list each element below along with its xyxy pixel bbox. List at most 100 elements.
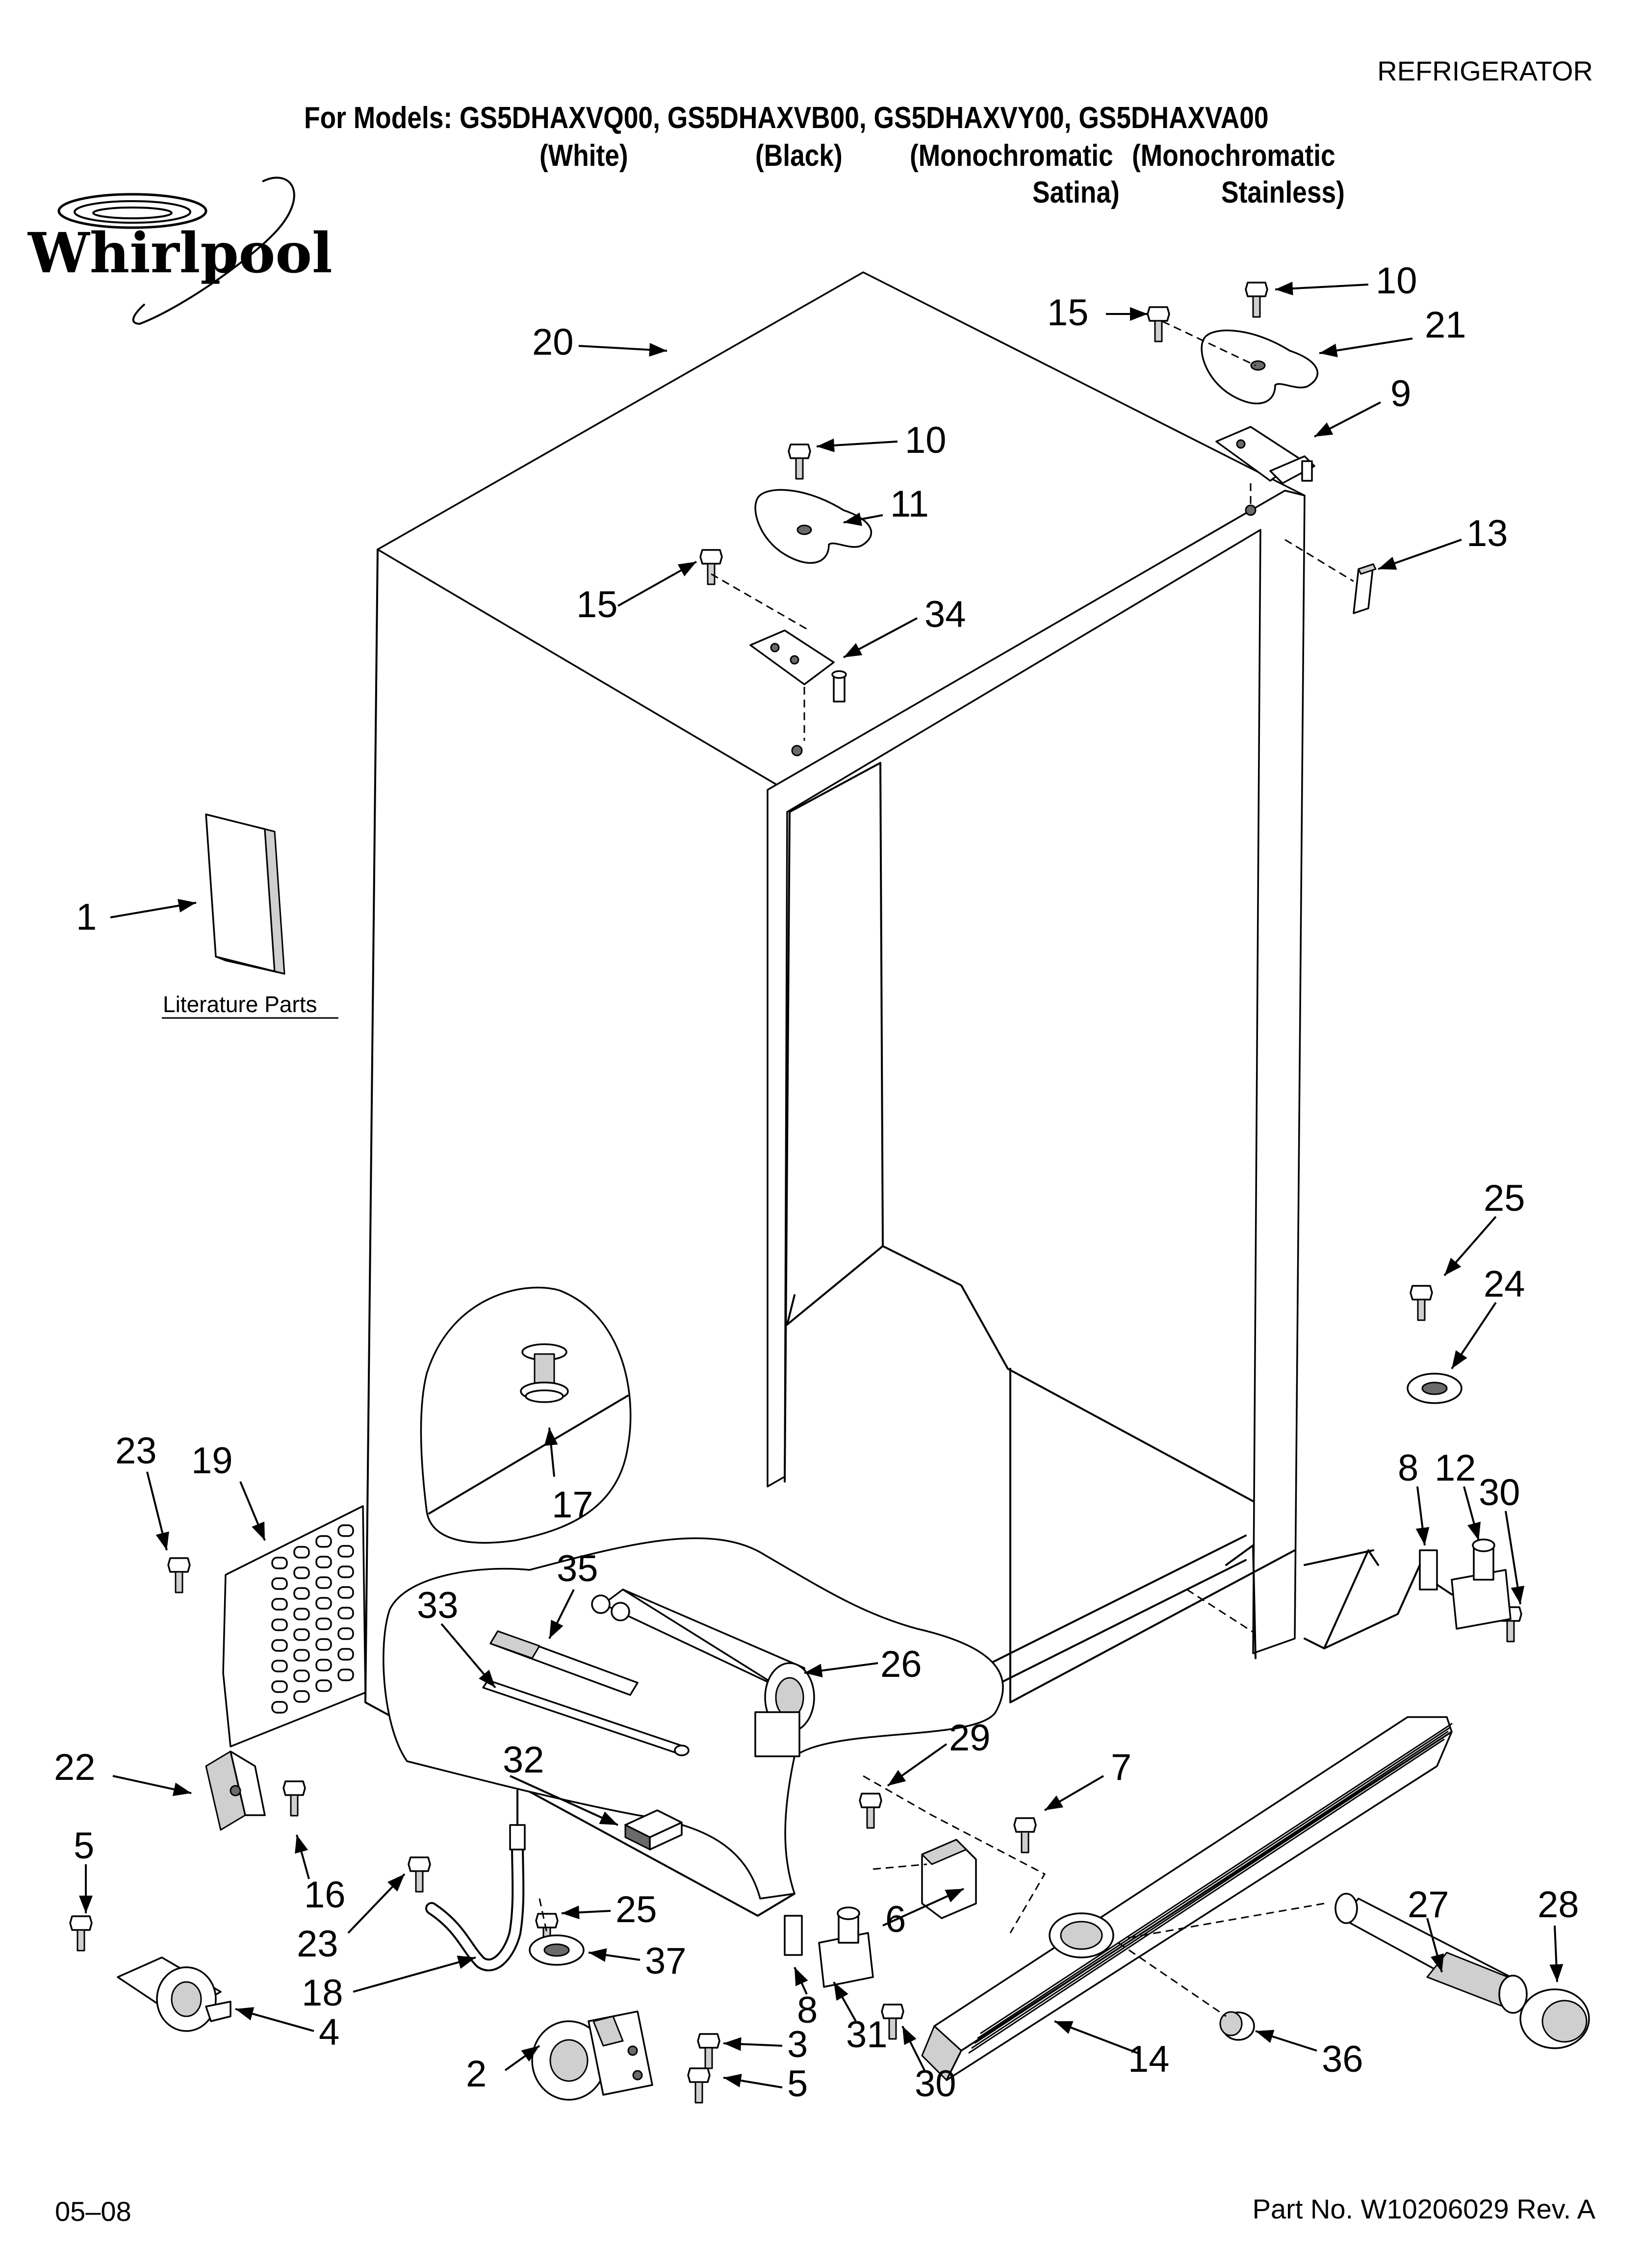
callout-15-right: 15 xyxy=(1047,292,1089,334)
variant-satina-line2: Satina) xyxy=(1032,176,1120,209)
grille-louver xyxy=(974,1730,1449,2044)
callout-19: 19 xyxy=(191,1440,233,1482)
callout-1: 1 xyxy=(76,896,97,938)
callout-14: 14 xyxy=(1128,2038,1170,2080)
grille-slot xyxy=(337,1565,354,1578)
screw-shank xyxy=(1154,320,1163,342)
cabinet-right-base xyxy=(1304,1549,1379,1649)
callout-13: 13 xyxy=(1466,513,1508,554)
grille-slot xyxy=(315,1556,332,1568)
leader-arrow xyxy=(887,1743,948,1787)
screw-head xyxy=(408,1856,431,1872)
screw-head xyxy=(859,1793,882,1808)
callout-25-right: 25 xyxy=(1484,1177,1525,1219)
callout-34: 34 xyxy=(924,594,966,635)
callout-26: 26 xyxy=(880,1643,922,1685)
grille-slot xyxy=(337,1586,354,1599)
part-21-hinge-cover xyxy=(1201,329,1319,405)
leader-arrow xyxy=(1463,1486,1481,1541)
part-6-bracket xyxy=(921,1839,977,1919)
leader-arrow xyxy=(146,1471,169,1551)
screw-head xyxy=(881,2004,904,2019)
leader-arrow xyxy=(1275,282,1369,296)
callout-23-left: 23 xyxy=(115,1430,157,1472)
leader-arrow xyxy=(1319,338,1413,358)
grille-slot xyxy=(271,1701,288,1714)
grille-slot xyxy=(315,1535,332,1548)
callout-36: 36 xyxy=(1322,2038,1363,2080)
part-28-filter-cap xyxy=(1519,1988,1590,2049)
screw-head xyxy=(788,443,811,459)
screw-head xyxy=(535,1913,559,1929)
callout-11: 11 xyxy=(890,483,929,525)
leader-arrow xyxy=(110,899,197,918)
hinge-hole-right xyxy=(1245,504,1257,516)
grille-slot xyxy=(315,1597,332,1610)
screw-head xyxy=(1245,282,1268,297)
callout-2: 2 xyxy=(466,2053,487,2095)
leader-arrow xyxy=(239,1481,266,1541)
cabinet-front-flange xyxy=(767,490,1306,1654)
leader-arrow xyxy=(901,2026,925,2071)
part-18-tube xyxy=(427,1840,523,1970)
screw-shank xyxy=(77,1929,85,1952)
screws-group xyxy=(69,282,1522,2104)
logo-swirl-outer xyxy=(57,193,207,229)
leader-arrow xyxy=(112,1775,192,1796)
leader-arrow xyxy=(1415,1486,1430,1546)
toe-rail xyxy=(990,1535,1247,1689)
grille-slot xyxy=(271,1639,288,1652)
grille-slot xyxy=(293,1690,310,1703)
screw-shank xyxy=(415,1870,424,1893)
hinge-hole-left xyxy=(791,745,803,756)
leader-arrow xyxy=(1549,1925,1564,1982)
inner-lower-edge xyxy=(786,1294,1296,1703)
callout-35: 35 xyxy=(557,1548,598,1590)
grille-slot xyxy=(271,1660,288,1672)
callout-24: 24 xyxy=(1484,1263,1525,1305)
grille-slot xyxy=(271,1598,288,1611)
leader-arrow xyxy=(833,1981,857,2022)
leader-arrow xyxy=(510,1775,618,1826)
callout-29: 29 xyxy=(949,1717,991,1759)
leader-arrow xyxy=(723,2074,783,2088)
part-32-block xyxy=(624,1809,683,1851)
leader-arrow xyxy=(882,1888,964,1927)
callout-30-lower: 30 xyxy=(915,2063,956,2105)
leader-arrow xyxy=(1505,1511,1525,1605)
logo-wordmark: Whirlpool xyxy=(27,221,331,286)
callout-25-lower: 25 xyxy=(616,1889,657,1930)
part-17-grommet xyxy=(520,1343,569,1403)
grille-slot xyxy=(293,1587,310,1600)
leader-arrow xyxy=(1255,2030,1317,2052)
logo-swirl-middle xyxy=(74,200,191,224)
callout-6: 6 xyxy=(885,1899,906,1940)
part-19-grille xyxy=(222,1505,366,1747)
cutaway-bubble-lower xyxy=(383,1537,1004,1900)
grille-slot xyxy=(293,1628,310,1641)
screw-head xyxy=(282,1780,306,1796)
screw-head xyxy=(1147,306,1170,322)
base-hidden-line xyxy=(1186,1589,1256,1635)
screw-shank xyxy=(290,1794,299,1817)
callout-5-lower: 5 xyxy=(787,2063,808,2105)
divider-edge xyxy=(784,811,791,1483)
screw-shank xyxy=(888,2017,897,2040)
clip-dash xyxy=(1284,539,1354,582)
callout-12: 12 xyxy=(1435,1447,1476,1489)
callout-8-lower: 8 xyxy=(797,1989,818,2031)
shim-dash xyxy=(539,1898,548,1933)
callout-17: 17 xyxy=(552,1484,593,1526)
variant-satina-line1: (Monochromatic xyxy=(910,139,1113,173)
literature-label: Literature Parts xyxy=(163,991,317,1017)
inner-floor xyxy=(786,1245,1254,1502)
part-14-base-grille xyxy=(921,1716,1453,2081)
part-9-hinge xyxy=(1215,426,1315,484)
leader-arrow xyxy=(804,1662,878,1678)
grille-slot xyxy=(271,1618,288,1631)
grille-louver xyxy=(968,1738,1445,2054)
leader-arrow xyxy=(347,1873,406,1934)
callout-16: 16 xyxy=(304,1874,346,1916)
grille-slot xyxy=(293,1608,310,1620)
